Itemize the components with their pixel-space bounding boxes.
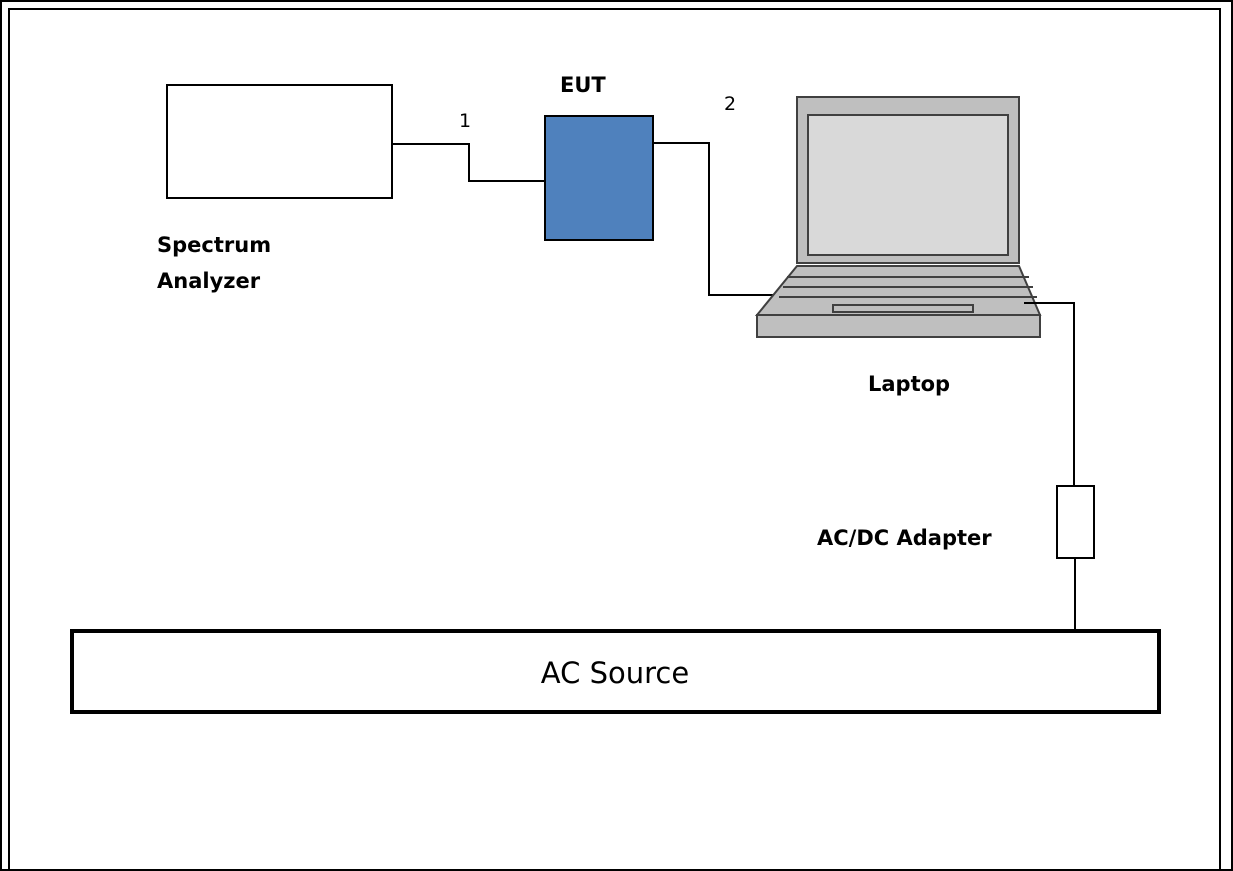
cable-2-label: 2 <box>724 93 736 115</box>
laptop-power-cable <box>1024 302 1075 486</box>
cable-1-label: 1 <box>459 110 471 132</box>
eut-label: EUT <box>560 73 606 97</box>
ac-source-box <box>70 629 1161 714</box>
spectrum-analyzer-label-line2: Analyzer <box>157 269 261 293</box>
laptop-label: Laptop <box>868 372 950 396</box>
cable-1 <box>392 143 545 182</box>
spectrum-analyzer-box <box>166 84 393 199</box>
cable-2 <box>653 142 790 296</box>
spectrum-analyzer-label-line1: Spectrum <box>157 233 271 257</box>
inner-frame <box>8 8 1221 871</box>
ac-source-label: AC Source <box>541 656 689 690</box>
ac-dc-adapter-box <box>1056 485 1095 559</box>
laptop-icon <box>754 96 1042 338</box>
ac-dc-adapter-label: AC/DC Adapter <box>817 526 992 550</box>
eut-box <box>544 115 654 241</box>
